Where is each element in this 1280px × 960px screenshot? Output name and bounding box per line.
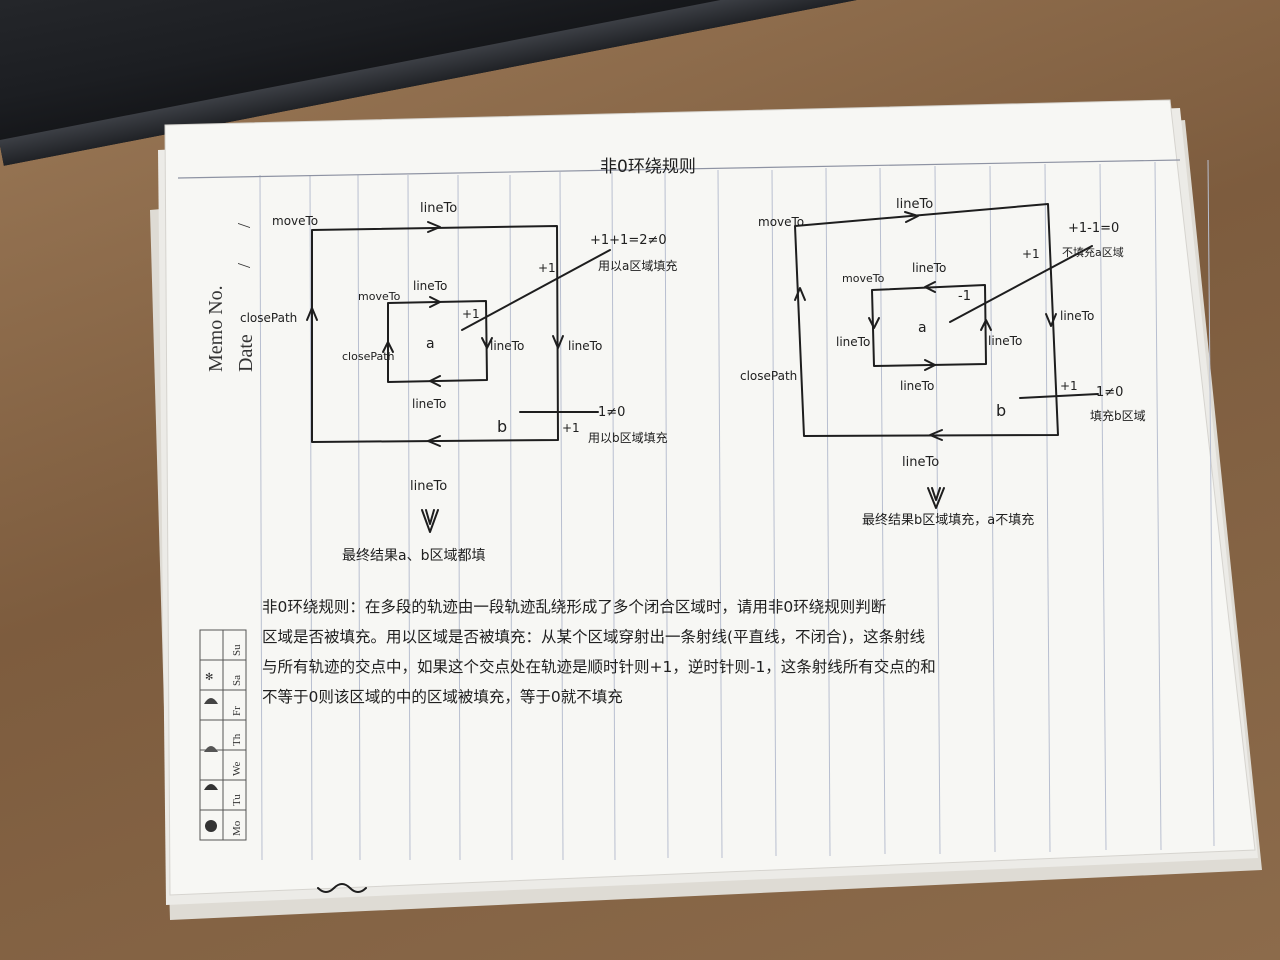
left-closepath-inner: closePath bbox=[342, 350, 395, 363]
arrow-icon bbox=[306, 307, 318, 321]
arrow-icon bbox=[924, 359, 936, 371]
note-title: 非0环绕规则 bbox=[600, 157, 696, 177]
right-lineto-inner-top: lineTo bbox=[912, 261, 946, 275]
right-closepath: closePath bbox=[740, 369, 797, 383]
left-moveto-inner: moveTo bbox=[358, 290, 401, 303]
right-minus1: -1 bbox=[958, 289, 971, 304]
arrow-icon bbox=[794, 287, 806, 301]
weekday-fr: Fr bbox=[231, 706, 243, 716]
cloud-icon bbox=[204, 784, 218, 790]
paragraph-line-1: 非0环绕规则：在多段的轨迹由一段轨迹乱绕形成了多个闭合区域时，请用非0环绕规则判… bbox=[262, 598, 886, 616]
left-lineto-top: lineTo bbox=[420, 201, 457, 216]
paragraph-line-2: 区域是否被填充。用以区域是否被填充：从某个区域穿射出一条射线(平直线，不闭合)，… bbox=[262, 628, 925, 646]
arrow-icon bbox=[429, 296, 441, 308]
right-lineto-inner-bottom: lineTo bbox=[900, 379, 934, 393]
arrow-icon bbox=[980, 319, 992, 331]
right-moveto-inner: moveTo bbox=[842, 272, 885, 285]
left-diagram: moveTo lineTo moveTo lineTo closePath cl… bbox=[240, 201, 677, 564]
left-plus1-inner: +1 bbox=[462, 307, 480, 321]
left-sum-a-note: 用以a区域填充 bbox=[598, 258, 677, 273]
arrow-icon bbox=[868, 317, 880, 329]
squiggle-mark bbox=[317, 883, 367, 893]
weekday-sa: Sa bbox=[231, 675, 243, 686]
right-outer-path bbox=[794, 203, 1059, 437]
memo-no-label: Memo No. bbox=[205, 285, 227, 372]
date-slash-2: / bbox=[234, 223, 254, 228]
left-inner-path bbox=[387, 300, 488, 383]
rule-paragraph: 非0环绕规则：在多段的轨迹由一段轨迹乱绕形成了多个闭合区域时，请用非0环绕规则判… bbox=[262, 598, 936, 706]
weekday-th: Th bbox=[231, 733, 243, 746]
snow-icon: ✻ bbox=[205, 672, 213, 683]
date-slash-1: / bbox=[234, 263, 254, 268]
left-region-b: b bbox=[497, 417, 507, 436]
left-region-a: a bbox=[426, 336, 435, 352]
rain-icon bbox=[204, 746, 218, 752]
right-sum-b-note: 填充b区域 bbox=[1090, 408, 1146, 423]
storm-icon bbox=[204, 698, 218, 704]
left-plus1-b: +1 bbox=[562, 421, 580, 435]
left-lineto-outer-right: lineTo bbox=[568, 339, 602, 353]
left-lineto-inner-right: lineTo bbox=[490, 339, 524, 353]
left-ray-a bbox=[461, 249, 611, 331]
left-lineto-inner-top: lineTo bbox=[413, 279, 447, 293]
right-lineto-outer-bottom: lineTo bbox=[902, 455, 939, 470]
paragraph-line-4: 不等于0则该区域的中的区域被填充，等于0就不填充 bbox=[262, 688, 623, 706]
right-sum-a: +1-1=0 bbox=[1068, 221, 1119, 236]
left-lineto-inner-bottom: lineTo bbox=[412, 397, 446, 411]
down-arrow-icon bbox=[421, 509, 439, 533]
arrow-icon bbox=[427, 435, 441, 447]
arrow-icon bbox=[481, 337, 493, 349]
left-result: 最终结果a、b区域都填 bbox=[342, 548, 485, 564]
right-diagram: moveTo lineTo moveTo lineTo lineTo lineT… bbox=[740, 197, 1146, 528]
right-result: 最终结果b区域填充，a不填充 bbox=[862, 512, 1034, 528]
arrow-icon bbox=[904, 211, 919, 223]
right-ray-a bbox=[949, 245, 1093, 323]
weekday-grid: Mo Tu We Th Fr Sa Su ✻ bbox=[199, 629, 247, 841]
right-region-a: a bbox=[918, 320, 927, 336]
right-lineto-top: lineTo bbox=[896, 197, 933, 212]
arrow-icon bbox=[924, 281, 936, 293]
weekday-we: We bbox=[231, 761, 243, 776]
right-lineto-inner-left: lineTo bbox=[836, 335, 870, 349]
left-moveto-outer: moveTo bbox=[272, 214, 318, 228]
arrow-icon bbox=[1045, 313, 1057, 327]
right-lineto-outer-right: lineTo bbox=[1060, 309, 1094, 323]
date-label: Date bbox=[235, 334, 257, 372]
arrow-icon bbox=[429, 375, 441, 387]
right-lineto-inner-right: lineTo bbox=[988, 334, 1022, 348]
weekday-tu: Tu bbox=[231, 794, 243, 806]
right-one-b: 1≠0 bbox=[1096, 385, 1123, 400]
arrow-icon bbox=[382, 341, 394, 353]
arrow-icon bbox=[427, 221, 441, 233]
left-lineto-outer-bottom: lineTo bbox=[410, 479, 447, 494]
left-sum-b-note: 用以b区域填充 bbox=[588, 430, 668, 445]
right-ray-b bbox=[1019, 393, 1099, 399]
ruled-lines bbox=[259, 159, 1215, 861]
down-arrow-icon bbox=[927, 487, 945, 509]
top-rule bbox=[177, 159, 1181, 179]
left-closepath-outer: closePath bbox=[240, 311, 297, 325]
notebook-page bbox=[164, 99, 1256, 896]
right-sum-a-note: 不填充a区域 bbox=[1062, 245, 1124, 259]
left-plus1-outer: +1 bbox=[538, 261, 556, 275]
weekday-mo: Mo bbox=[231, 820, 243, 836]
arrow-icon bbox=[929, 429, 943, 441]
left-one-b: 1≠0 bbox=[598, 405, 625, 420]
right-inner-path bbox=[871, 284, 987, 367]
paragraph-line-3: 与所有轨迹的交点中，如果这个交点处在轨迹是顺时针则+1，逆时针则-1，这条射线所… bbox=[262, 658, 936, 676]
right-region-b: b bbox=[996, 401, 1006, 420]
right-plus1-b: +1 bbox=[1060, 379, 1078, 393]
right-moveto-outer: moveTo bbox=[758, 215, 804, 229]
left-outer-path bbox=[311, 225, 559, 443]
arrow-icon bbox=[552, 335, 564, 349]
weekday-su: Su bbox=[231, 644, 243, 656]
left-sum-a: +1+1=2≠0 bbox=[590, 233, 667, 248]
right-plus1-outer: +1 bbox=[1022, 247, 1040, 261]
sun-icon bbox=[205, 820, 217, 832]
